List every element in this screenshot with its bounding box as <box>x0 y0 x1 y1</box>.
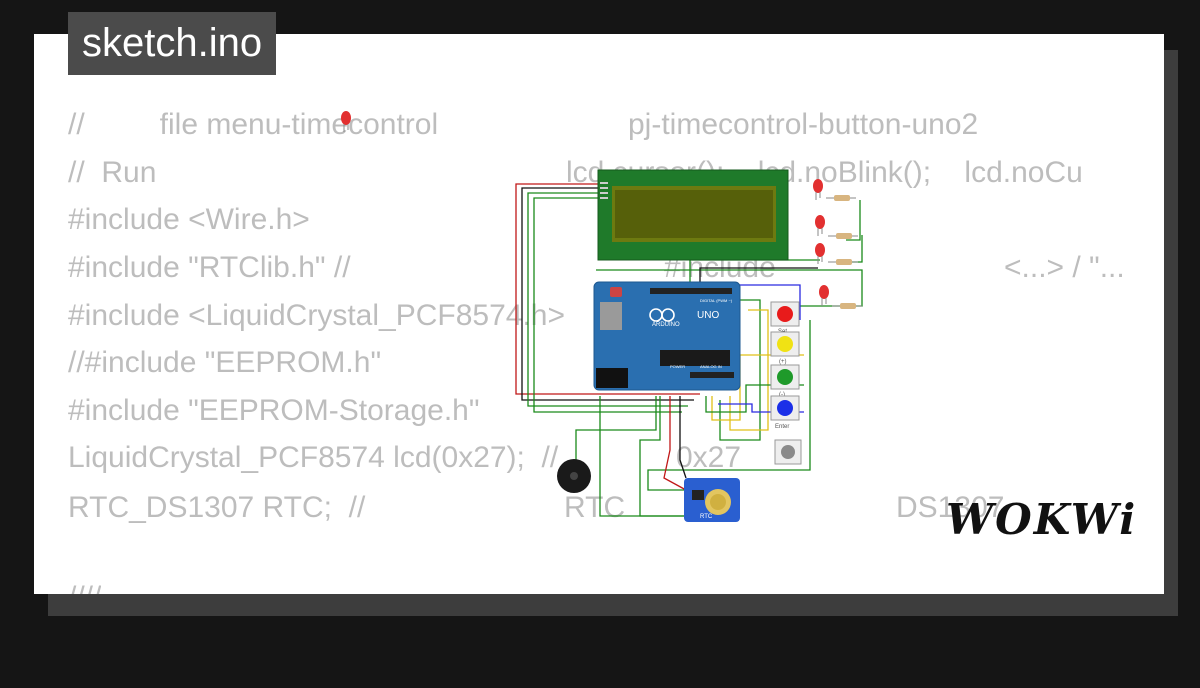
code-line-7: #include "EEPROM-Storage.h" <box>68 391 480 431</box>
resistors <box>826 195 862 309</box>
code-text: 0x27 <box>676 441 742 474</box>
code-comment: // file menu-timecontrol <box>68 108 439 141</box>
lcd-display[interactable] <box>597 169 789 261</box>
code-text: RTC <box>564 491 626 524</box>
code-text: <...> / "... <box>1004 251 1125 284</box>
code-line-9: RTC_DS1307 RTC; // RTC DS1307 <box>68 488 1004 528</box>
code-line-4: #include "RTClib.h" // #include <...> / … <box>68 248 1125 288</box>
code-comment: // Run <box>68 156 157 189</box>
power-label: POWER <box>670 364 685 369</box>
code-text: //#include "EEPROM.h" <box>68 346 382 379</box>
circuit-diagram: UNO ARDUINO DIGITAL (PWM ~) ANALOG IN PO… <box>341 111 863 522</box>
code-comment: pj-timecontrol-button-uno2 <box>628 108 979 141</box>
code-text: DS1307 <box>896 491 1005 524</box>
led-red-1[interactable] <box>341 111 351 132</box>
button-label: Enter <box>775 424 789 430</box>
button-label: (+) <box>779 359 787 365</box>
code-text: #include <Wire.h> <box>68 203 310 236</box>
button-label: (-) <box>779 392 785 398</box>
code-text: LiquidCrystal_PCF8574 lcd(0x27); // <box>68 441 559 474</box>
code-text: #include "EEPROM-Storage.h" <box>68 394 480 427</box>
arduino-uno-board[interactable]: UNO ARDUINO DIGITAL (PWM ~) ANALOG IN PO… <box>593 281 741 391</box>
led-red-3[interactable] <box>815 215 825 236</box>
code-line-5: #include <LiquidCrystal_PCF8574.h> <box>68 296 565 336</box>
code-line-10: ////////////////////P///////////////////… <box>68 578 101 594</box>
analog-label: ANALOG IN <box>700 364 722 369</box>
code-text: #include "RTClib.h" // <box>68 251 351 284</box>
led-red-4[interactable] <box>815 243 825 264</box>
button-reset[interactable] <box>774 439 802 465</box>
sketch-title: sketch.ino <box>68 12 277 75</box>
code-line-8: LiquidCrystal_PCF8574 lcd(0x27); // 0x27 <box>68 438 741 478</box>
wokwi-logo: WOKWi <box>946 495 1138 544</box>
code-text: RTC_DS1307 RTC; // <box>68 491 366 524</box>
led-red-2[interactable] <box>813 179 823 200</box>
buzzer[interactable] <box>557 459 591 493</box>
code-text: #include <LiquidCrystal_PCF8574.h> <box>68 299 565 332</box>
wires <box>515 183 863 517</box>
digital-label: DIGITAL (PWM ~) <box>700 298 733 303</box>
rtc-module[interactable]: RTC <box>684 478 740 522</box>
uno-label: UNO <box>697 310 719 321</box>
led-red-5[interactable] <box>819 285 829 306</box>
button-set[interactable]: Set <box>770 301 800 335</box>
code-line-3: #include <Wire.h> <box>68 200 310 240</box>
rtc-label: RTC <box>700 514 713 520</box>
button-enter[interactable]: Enter <box>770 395 800 430</box>
code-text: ////////////////////P///////////////////… <box>68 578 101 594</box>
button-minus[interactable]: (-) <box>770 364 800 398</box>
arduino-label: ARDUINO <box>652 322 680 328</box>
button-plus[interactable]: (+) <box>770 331 800 365</box>
code-line-6: //#include "EEPROM.h" <box>68 343 381 383</box>
code-line-1: // file menu-timecontrol pj-timecontrol-… <box>68 105 978 145</box>
